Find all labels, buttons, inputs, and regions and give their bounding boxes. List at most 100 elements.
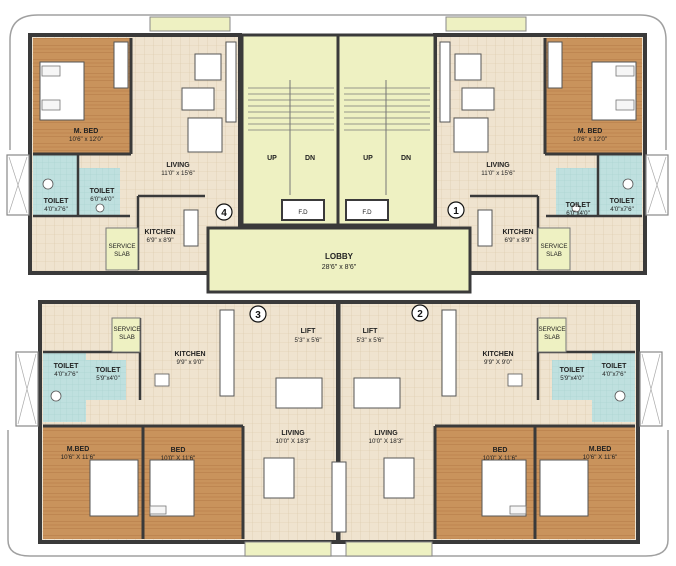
w2-toilet-b-name: TOILET [602,363,627,370]
room-labels: M. BED 10'6" x 12'0" LIVING 11'0" x 15'6… [44,128,635,462]
w1-living-name: LIVING [486,162,510,169]
w2-bed-name: BED [493,447,508,454]
w4-kitchen-name: KITCHEN [144,229,175,236]
w2-toilet-b-size: 4'0"x7'6" [602,371,626,378]
w2-dining-icon [353,377,401,409]
w1-toilet-a-size: 6'0"x4'0" [566,210,590,217]
wing-number-2: 2 [417,309,423,320]
w3-toilet-a-size: 4'0"x7'6" [54,371,78,378]
w3-bed-size: 10'0" X 11'6" [161,455,196,462]
wing-2 [336,300,663,544]
lobby-size: 28'6" x 8'6" [322,264,357,271]
w3-dining-icon [275,377,323,409]
stair-left-dn: DN [305,155,315,162]
w3-mbed-size: 10'6" X 11'6" [61,454,96,461]
fire-door-left [281,199,325,221]
w4-toilet-a-name: TOILET [44,198,69,205]
stair-right-up: UP [363,155,373,162]
w3-toilet-b-floor [86,360,126,400]
lift-b-name: LIFT [363,328,378,335]
w4-service-size: SLAB [114,251,130,258]
site-outline [9,14,667,150]
w3-service-name: SERVICE [113,326,140,333]
fire-door-right [345,199,389,221]
w1-kitchen-size: 6'9" x 8'9" [504,237,531,244]
w1-service-size: SLAB [546,251,562,258]
w2-mbed-size: 10'6" X 11'6" [583,454,618,461]
w1-living-size: 11'0" x 15'6" [481,170,514,177]
w1-toilet-b-floor [598,154,642,216]
w3-toilet-a-floor [43,352,86,422]
w3-living-name: LIVING [281,430,305,437]
w1-kitchen-name: KITCHEN [502,229,533,236]
w1-toilet-b-size: 4'0"x7'6" [610,206,634,213]
w3-mbed-name: M.BED [67,446,90,453]
w2-bed-size: 10'0" X 11'6" [483,455,518,462]
w3-toilet-b-name: TOILET [96,367,121,374]
w3-toilet-a-name: TOILET [54,363,79,370]
w1-toilet-a-name: TOILET [566,202,591,209]
w1-toilet-b-name: TOILET [610,198,635,205]
w3-service-size: SLAB [119,334,135,341]
w2-service-slab [537,317,567,353]
w2-living-size: 10'0" X 18'3" [369,438,404,445]
wing-3 [15,300,342,544]
w2-mbed-bed-icon [539,459,589,517]
lobby-name: LOBBY [325,252,354,261]
w1-service-name: SERVICE [540,243,567,250]
w3-kitchen-size: 9'9" x 9'0" [176,359,203,366]
lift-a-name: LIFT [301,328,316,335]
w3-living-size: 10'0" X 18'3" [276,438,311,445]
w4-toilet-a-size: 4'0"x7'6" [44,206,68,213]
w3-mbed-bed-icon [89,459,139,517]
w2-toilet-a-floor [552,360,592,400]
wing-numbers: 4 1 3 2 [215,201,465,323]
fire-door-right-label: F.D [362,209,372,216]
w2-toilet-a-size: 5'9"x4'0" [560,375,584,382]
w1-mbed-size: 10'6" x 12'0" [573,136,607,143]
w2-kitchen-size: 9'9" X 9'0" [484,359,512,366]
w3-service-slab [111,317,141,353]
w2-toilet-b-floor [592,352,635,422]
w4-kitchen-size: 6'9" x 8'9" [146,237,173,244]
stair-left-up: UP [267,155,277,162]
w4-mbed-name: M. BED [74,128,99,135]
w1-sofa-icon [461,87,495,111]
w2-sofa-icon [383,457,415,499]
w4-sofa-icon [181,87,215,111]
lift-a-size: 5'3" x 5'6" [294,337,321,344]
w4-toilet-b-size: 6'0"x4'0" [90,196,114,203]
w2-kitchen-name: KITCHEN [482,351,513,358]
stair-labels: UP DN UP DN F.D F.D [267,155,411,216]
wing-number-1: 1 [453,206,459,217]
w4-toilet-a-floor [33,154,78,216]
w1-mbed-name: M. BED [578,128,603,135]
w2-service-name: SERVICE [538,326,565,333]
stair-right-dn: DN [401,155,411,162]
w1-dining-icon [453,117,489,153]
site-outline-bottom [7,430,669,557]
w2-mbed-name: M.BED [589,446,612,453]
w4-service-name: SERVICE [108,243,135,250]
wing-number-4: 4 [221,208,227,219]
w4-service-slab [105,227,139,271]
w3-kitchen-name: KITCHEN [174,351,205,358]
w4-dining-icon [187,117,223,153]
w4-toilet-b-name: TOILET [90,188,115,195]
w4-living-name: LIVING [166,162,190,169]
fire-door-left-label: F.D [298,209,308,216]
w2-service-size: SLAB [544,334,560,341]
wing-number-3: 3 [255,310,261,321]
lobby-floor [206,226,472,294]
w2-living-name: LIVING [374,430,398,437]
wing-4 [6,33,242,275]
w4-living-size: 11'0" x 15'6" [161,170,194,177]
lift-b-size: 5'3" x 5'6" [356,337,383,344]
w2-toilet-a-name: TOILET [560,367,585,374]
w3-sofa-icon [263,457,295,499]
w1-service-slab [537,227,571,271]
w3-bed-name: BED [171,447,186,454]
w4-mbed-size: 10'6" x 12'0" [69,136,103,143]
w3-toilet-b-size: 5'9"x4'0" [96,375,120,382]
